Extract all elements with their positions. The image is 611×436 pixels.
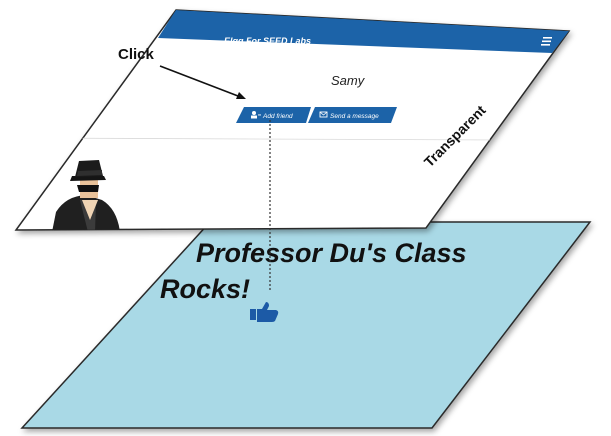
profile-name: Samy [331, 73, 366, 88]
thumbs-up-icon [250, 302, 279, 322]
send-message-label: Send a message [330, 113, 379, 120]
add-friend-button[interactable]: Add friend [236, 107, 311, 123]
hamburger-menu-icon[interactable] [541, 37, 552, 46]
send-message-button[interactable]: Send a message [308, 107, 397, 123]
message-line-2: Rocks! [160, 274, 250, 304]
top-layer: Elgg For SEED Labs Samy Add friend [14, 9, 571, 231]
bottom-layer: Professor Du's Class Rocks! [20, 221, 592, 429]
spy-avatar [52, 160, 120, 230]
top-navbar [158, 10, 569, 53]
content-divider [19, 137, 501, 141]
message-line-1: Professor Du's Class [196, 238, 467, 268]
envelope-icon [319, 111, 328, 118]
add-friend-label: Add friend [262, 113, 293, 120]
click-label: Click [118, 46, 154, 63]
app-title: Elgg For SEED Labs [224, 36, 311, 46]
user-plus-icon [251, 111, 261, 119]
click-arrow [159, 65, 246, 99]
bottom-plane [20, 221, 592, 429]
